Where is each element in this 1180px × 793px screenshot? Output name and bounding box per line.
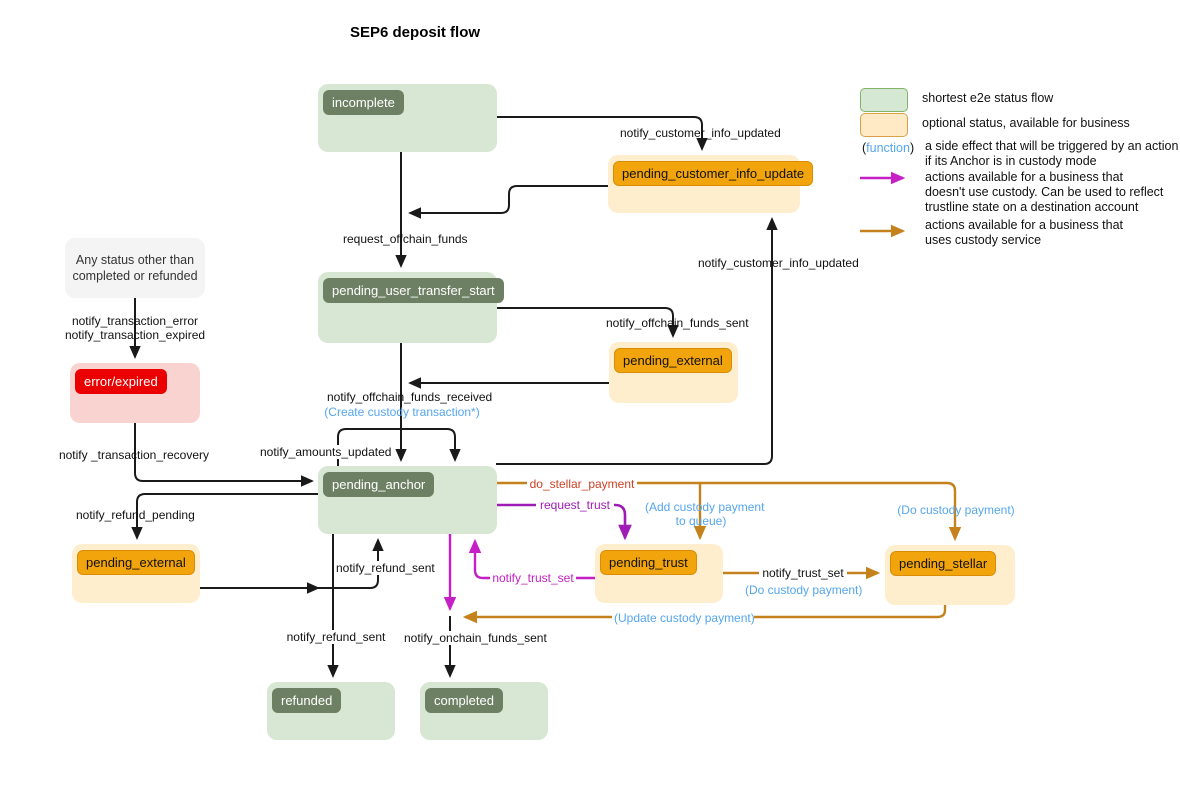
legend-yellow-swatch — [860, 113, 908, 137]
edge-label-add-custody-payment: (Add custody payment to queue) — [645, 500, 765, 528]
legend-green-label: shortest e2e status flow — [922, 91, 1054, 105]
edge-label-request-offchain-funds: request_offchain_funds — [343, 232, 468, 246]
node-pending-external-top: pending_external — [609, 342, 738, 403]
node-incomplete: incomplete — [318, 84, 497, 152]
edge-label-do-custody-payment-mid: (Do custody payment) — [745, 583, 863, 597]
node-pending-anchor: pending_anchor — [318, 466, 497, 534]
edge-label-do-stellar-payment: do_stellar_payment — [527, 477, 637, 491]
edge-label-notify-amounts-updated: notify_amounts_updated — [258, 445, 392, 459]
node-completed-label: completed — [425, 688, 503, 713]
legend-function-text: a side effect that will be triggered by … — [925, 139, 1179, 168]
node-pending-customer-info-update-label: pending_customer_info_update — [613, 161, 814, 186]
node-incomplete-label: incomplete — [323, 90, 404, 115]
any-status-note-line1: Any status other than — [75, 253, 195, 267]
node-pending-trust-label: pending_trust — [600, 550, 697, 575]
node-pending-external-refund-label: pending_external — [77, 550, 195, 575]
node-pending-anchor-label: pending_anchor — [323, 472, 435, 497]
edge-label-notify-refund-sent-to-refunded: notify_refund_sent — [284, 630, 388, 644]
edge-label-notify-customer-info-updated-top: notify_customer_info_updated — [620, 126, 781, 140]
node-pending-customer-info-update: pending_customer_info_update — [608, 155, 814, 213]
edge-label-notify-onchain-funds-sent: notify_onchain_funds_sent — [402, 631, 547, 645]
edge-label-create-custody-transaction: (Create custody transaction*) — [324, 405, 480, 419]
edge-label-notify-transaction-expired: notify_transaction_expired — [64, 328, 206, 342]
edge-label-notify-customer-info-updated-right: notify_customer_info_updated — [698, 256, 859, 270]
node-pending-trust: pending_trust — [595, 544, 723, 603]
node-pending-stellar-label: pending_stellar — [890, 551, 997, 576]
edge-label-notify-transaction-recovery: notify _transaction_recovery — [58, 448, 210, 462]
edge-label-notify-refund-pending: notify_refund_pending — [76, 508, 195, 522]
node-error-expired-label: error/expired — [75, 369, 167, 394]
edge-label-notify-offchain-funds-received: notify_offchain_funds_received — [327, 390, 493, 404]
edge-label-notify-offchain-funds-sent: notify_offchain_funds_sent — [606, 316, 749, 330]
node-pending-stellar: pending_stellar — [885, 545, 1015, 605]
node-pending-external-top-label: pending_external — [614, 348, 732, 373]
diagram-title: SEP6 deposit flow — [350, 24, 481, 41]
edge-label-notify-trust-set-right: notify_trust_set — [759, 566, 847, 580]
edge-label-notify-trust-set-left: notify_trust_set — [490, 571, 576, 585]
legend-function-token: (function) — [862, 141, 915, 155]
edge-label-notify-transaction-error-expired: notify_transaction_error notify_transact… — [58, 314, 212, 342]
edge-label-update-custody-payment: (Update custody payment) — [612, 611, 755, 625]
node-pending-external-refund: pending_external — [72, 544, 200, 603]
edge-label-notify-refund-sent-to-anchor: notify_refund_sent — [334, 561, 435, 575]
legend-yellow-label: optional status, available for business — [922, 116, 1130, 130]
node-refunded: refunded — [267, 682, 395, 740]
node-pending-user-transfer-start: pending_user_transfer_start — [318, 272, 504, 343]
node-pending-user-transfer-start-label: pending_user_transfer_start — [323, 278, 504, 303]
node-completed: completed — [420, 682, 548, 740]
edge-label-do-custody-payment-right: (Do custody payment) — [897, 503, 1015, 517]
legend-green-swatch — [860, 88, 908, 112]
legend-magenta-text: actions available for a business that do… — [925, 170, 1164, 214]
node-any-status-note: Any status other than completed or refun… — [65, 238, 205, 298]
edge-label-notify-transaction-error: notify_transaction_error — [71, 314, 199, 328]
node-error-expired: error/expired — [70, 363, 200, 423]
edge-label-request-trust: request_trust — [536, 498, 614, 512]
node-refunded-label: refunded — [272, 688, 342, 713]
legend-orange-text: actions available for a business that us… — [925, 218, 1124, 247]
any-status-note-line2: completed or refunded — [72, 269, 198, 283]
